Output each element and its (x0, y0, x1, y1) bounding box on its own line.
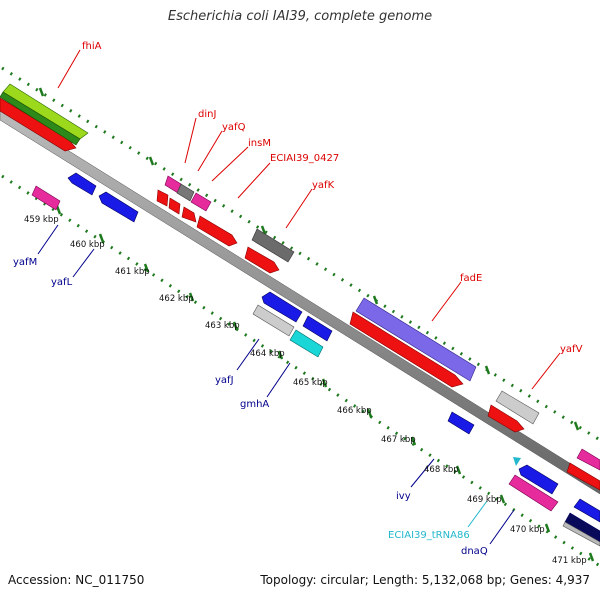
gene-fhiA-dark-feature (0, 91, 81, 146)
tick-label: 459 kbp (24, 215, 59, 225)
label-gmhA[interactable]: gmhA (240, 399, 269, 410)
gene-tRNA-feature (513, 457, 521, 466)
gene-right-navy-feature (564, 512, 600, 543)
gene-right-pink-feature (576, 448, 600, 471)
reverse-callouts (37, 224, 515, 545)
genome-summary-text: Topology: circular; Length: 5,132,068 bp… (260, 573, 590, 587)
gene-fadE-feature (349, 311, 464, 388)
label-yafL[interactable]: yafL (51, 277, 73, 288)
tick-label: 463 kbp (205, 321, 240, 331)
gene-ECIAI39-0427-feature (196, 215, 238, 247)
tick-label: 465 kbp (293, 378, 328, 388)
label-yafV[interactable]: yafV (560, 344, 583, 355)
tick-label: 469 kbp (467, 495, 502, 505)
tick-label: 464 kbp (250, 349, 285, 359)
label-fhiA[interactable]: fhiA (82, 41, 102, 52)
label-insM[interactable]: insM (248, 138, 271, 149)
gene-dnaQ-pink-feature (508, 474, 559, 512)
inner-dotted-ring (1, 174, 600, 568)
gene-yafQ-gray-feature (176, 183, 195, 202)
accession-text: Accession: NC_011750 (8, 573, 145, 587)
label-yafJ[interactable]: yafJ (215, 375, 234, 386)
label-ECIAI39-tRNA86[interactable]: ECIAI39_tRNA86 (388, 530, 470, 541)
label-yafM[interactable]: yafM (13, 257, 37, 268)
outer-tick-marks (38, 87, 580, 431)
forward-callouts (57, 49, 561, 390)
label-fadE[interactable]: fadE (460, 273, 482, 284)
label-ECIAI39-0427[interactable]: ECIAI39_0427 (270, 153, 339, 164)
gene-dinJ-feature (156, 189, 169, 207)
genome-backbone (0, 107, 600, 495)
gene-right-red-feature (566, 462, 600, 491)
gene-yafQ-feature (168, 197, 181, 215)
gene-right-gray-feature (562, 521, 600, 547)
label-ivy[interactable]: ivy (396, 491, 411, 502)
gene-yafV-feature (487, 404, 525, 433)
tick-label: 460 kbp (70, 240, 105, 250)
gene-fadE-purple-feature (355, 297, 477, 382)
gene-yafJ-gray-feature (252, 304, 295, 337)
gene-yafK-feature (244, 246, 280, 274)
tick-label: 467 kbp (381, 435, 416, 445)
gene-blue-small-feature (302, 315, 333, 342)
map-title: Escherichia coli IAI39, complete genome (167, 9, 433, 24)
tick-label: 461 kbp (115, 267, 150, 277)
gene-insM-pink-feature (190, 192, 212, 212)
label-yafQ[interactable]: yafQ (222, 122, 246, 133)
tick-label: 471 kbp (552, 556, 587, 566)
label-yafK[interactable]: yafK (312, 180, 335, 191)
gene-yafL-feature (98, 191, 139, 223)
label-dnaQ[interactable]: dnaQ (461, 546, 488, 557)
gene-yafK-gray-feature (251, 228, 295, 263)
tick-label: 468 kbp (424, 465, 459, 475)
gene-gmhA-feature (289, 329, 324, 358)
tick-marks (55, 205, 595, 562)
label-dinJ[interactable]: dinJ (198, 109, 216, 120)
forward-genes (0, 97, 600, 491)
gene-yafM-pink-feature (31, 185, 61, 211)
tRNA-callout (467, 500, 488, 528)
gene-yafV-gray-feature (495, 390, 540, 425)
reverse-genes (31, 172, 600, 547)
tick-label: 466 kbp (337, 406, 372, 416)
tick-label: 470 kbp (510, 525, 545, 535)
gene-right-blue-feature (573, 498, 600, 523)
gene-dnaQ-blue-feature (518, 464, 559, 495)
gene-yafM-blue-feature (67, 172, 97, 196)
tick-label: 462 kbp (159, 294, 194, 304)
gene-yafJ-blue-feature (261, 291, 303, 323)
gene-insM-feature (181, 206, 197, 223)
gene-ivy-feature (447, 411, 475, 435)
